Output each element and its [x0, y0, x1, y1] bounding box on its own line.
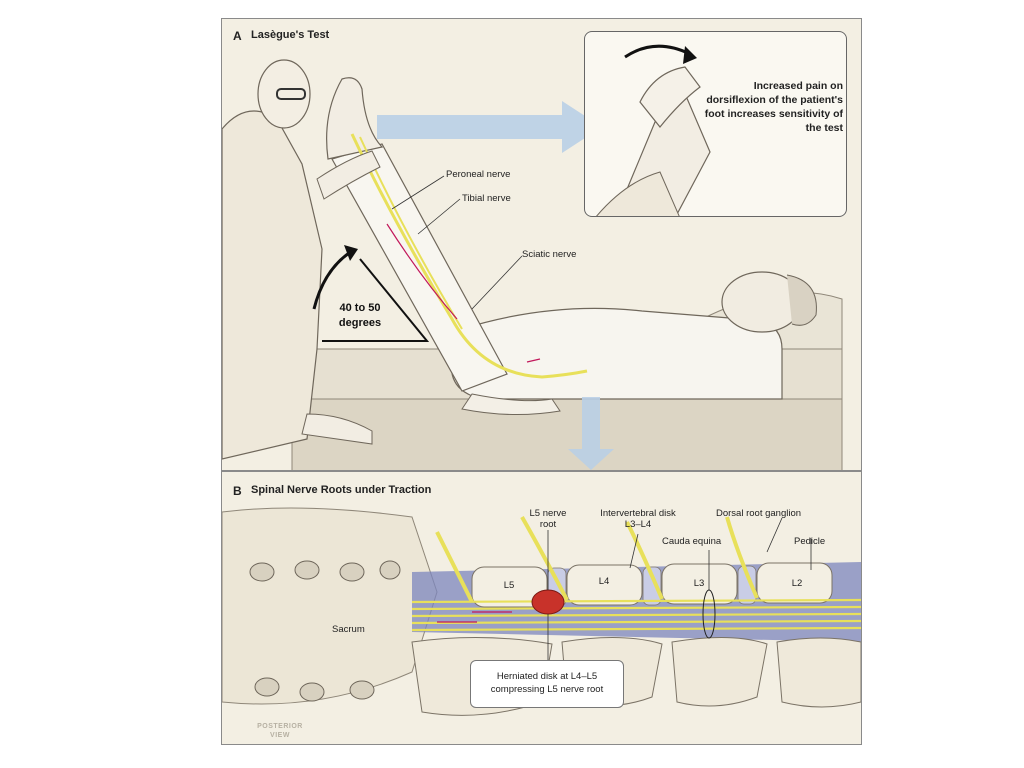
panel-a-letter: A	[233, 29, 242, 43]
panel-b-spinal-nerve-roots: B Spinal Nerve Roots under Traction L5 n…	[222, 472, 861, 744]
panel-b-title: Spinal Nerve Roots under Traction	[251, 484, 432, 496]
panel-a-lasegue-test: A Lasègue's Test Peroneal nerve Tibial n…	[222, 19, 861, 470]
herniated-disk-callout-text: Herniated disk at L4–L5 compressing L5 n…	[490, 671, 604, 695]
peroneal-nerve-label: Peroneal nerve	[446, 169, 511, 180]
vertebra-label-l5: L5	[503, 580, 515, 591]
cauda-equina-label: Cauda equina	[662, 536, 722, 547]
herniated-disk-callout: Herniated disk at L4–L5 compressing L5 n…	[470, 660, 624, 708]
vertebra-label-l4: L4	[598, 576, 610, 587]
panel-a-drawing	[222, 59, 843, 470]
l5-nerve-root-label: L5 nerve root	[529, 508, 567, 530]
pedicle-label: Pedicle	[794, 536, 826, 547]
tibial-nerve-label: Tibial nerve	[462, 193, 511, 204]
sacrum-label: Sacrum	[332, 624, 365, 635]
vertebra-label-l2: L2	[791, 578, 803, 589]
inset-drawing	[596, 44, 711, 216]
angle-label: 40 to 50 degrees	[338, 302, 382, 329]
medical-illustration: A Lasègue's Test Peroneal nerve Tibial n…	[221, 18, 862, 745]
dorsal-root-ganglion-label: Dorsal root ganglion	[716, 508, 802, 519]
panel-divider	[222, 470, 861, 472]
inset-caption: Increased pain on dorsiflexion of the pa…	[704, 80, 843, 134]
intervertebral-disk-label: Intervertebral disk L3–L4	[600, 508, 676, 530]
vertebra-label-l3: L3	[693, 578, 705, 589]
sciatic-nerve-label: Sciatic nerve	[522, 249, 577, 260]
posterior-view-label: POSTERIOR VIEW	[257, 723, 303, 739]
panel-a-title: Lasègue's Test	[251, 29, 330, 41]
dorsiflexion-inset: Increased pain on dorsiflexion of the pa…	[584, 31, 847, 217]
panel-b-letter: B	[233, 484, 242, 498]
